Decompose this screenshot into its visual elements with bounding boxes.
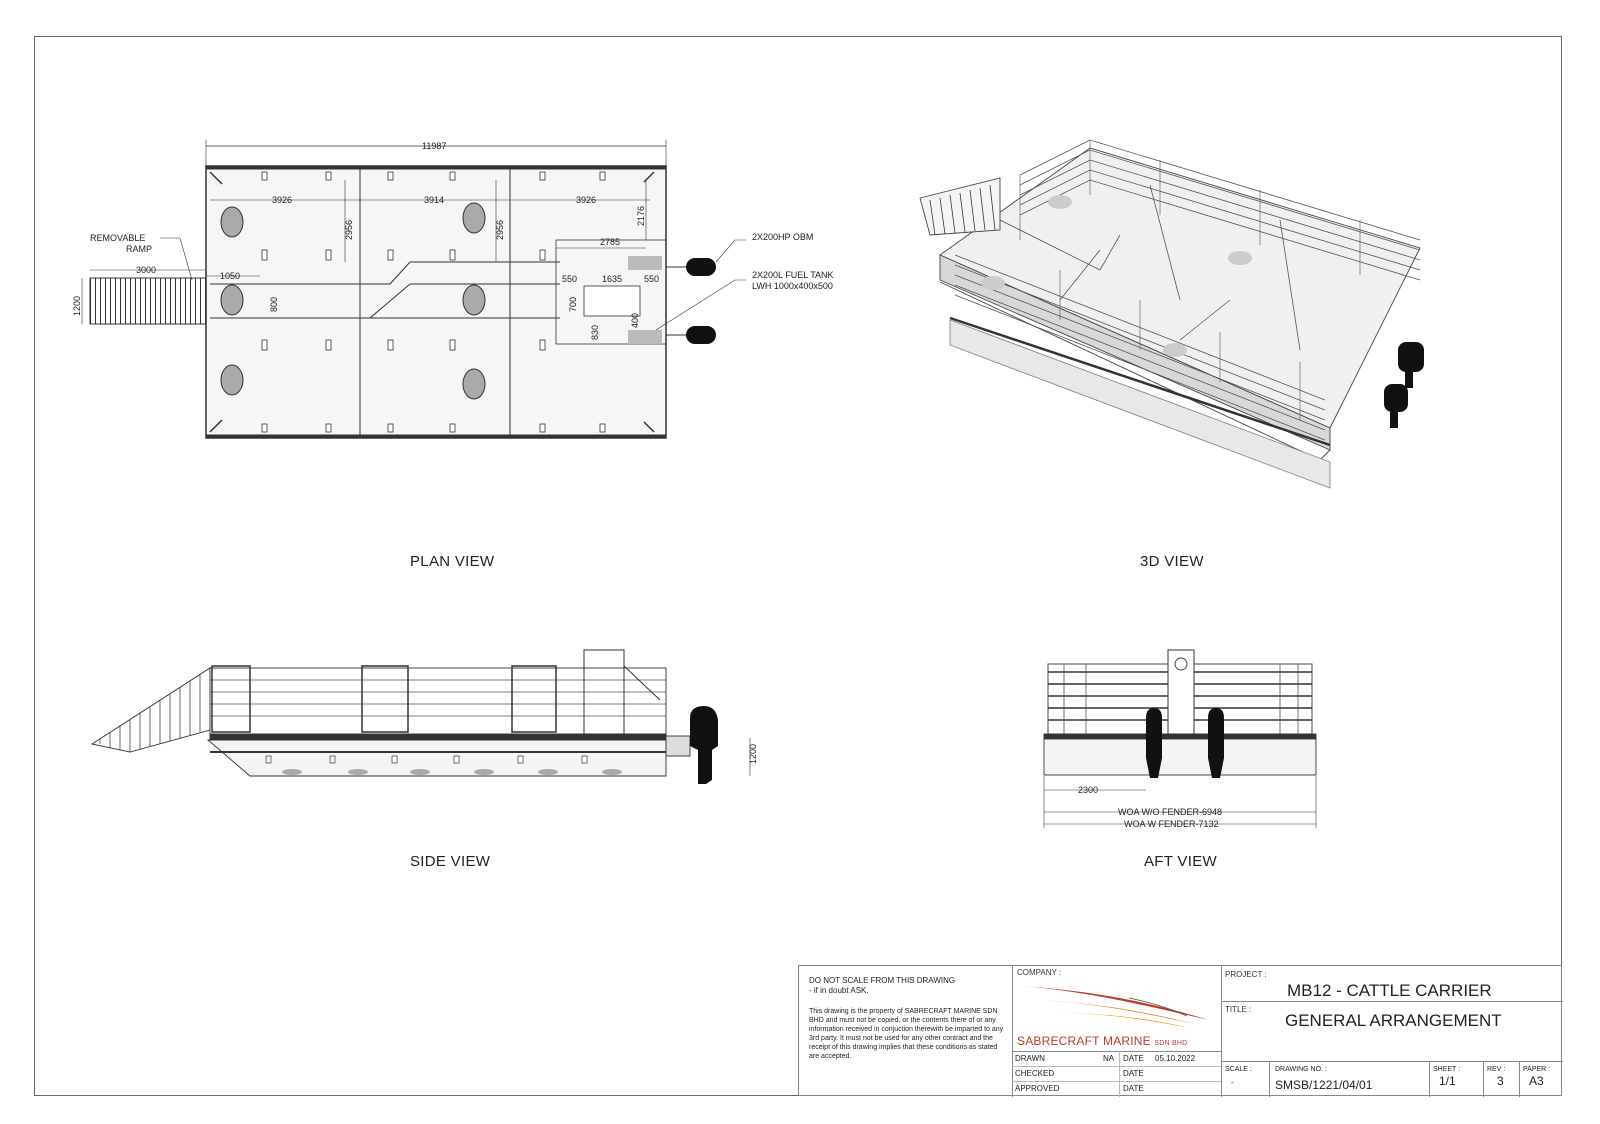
title-value: GENERAL ARRANGEMENT [1285,1011,1502,1030]
dim-550-left: 550 [562,274,577,284]
company-label: COMPANY : [1017,968,1062,977]
label-removable: REMOVABLE [90,233,145,243]
dim-400: 400 [630,313,640,328]
dim-ramp-length: 3000 [136,265,156,275]
tb-divider [1519,1061,1520,1097]
dim-woa-with-fender: WOA W FENDER-7132 [1124,819,1219,829]
drawing-no-value: SMSB/1221/04/01 [1275,1078,1373,1092]
company-suffix: SDN BHD [1154,1040,1188,1047]
paper-label: PAPER : [1523,1066,1551,1073]
rev-label: REV : [1487,1066,1506,1073]
aft-view-dimensions: 2300 WOA W/O FENDER-6948 WOA W FENDER-71… [1078,785,1222,829]
plan-view-dimensions: 11987 3926 3914 3926 2956 2956 2176 2785… [72,141,834,340]
dim-2785: 2785 [600,237,620,247]
rev-value: 3 [1497,1074,1504,1088]
drawn-date-label: DATE [1123,1054,1144,1063]
tb-divider [1012,966,1013,1097]
dim-800: 800 [269,297,279,312]
three-d-view-drawing [919,139,1424,489]
tb-divider [1012,1051,1221,1052]
dim-1050: 1050 [220,271,240,281]
tb-divider [1012,1066,1221,1067]
sheet-label: SHEET : [1433,1066,1461,1073]
notice-line-2: - if in doubt ASK. [809,986,869,995]
plan-view-title: PLAN VIEW [410,553,495,570]
three-d-view-title: 3D VIEW [1140,553,1204,570]
sabrecraft-logo [1023,986,1209,1028]
title-block: DO NOT SCALE FROM THIS DRAWING - if in d… [798,965,1563,1097]
dim-bay-2: 3914 [424,195,444,205]
scale-label: SCALE : [1225,1066,1252,1073]
tb-divider [1221,1061,1563,1062]
drawn-date-value: 05.10.2022 [1155,1054,1196,1063]
tb-divider [1269,1061,1270,1097]
title-label: TITLE : [1225,1005,1252,1014]
dim-woa-without-fender: WOA W/O FENDER-6948 [1118,807,1222,817]
approved-label: APPROVED [1015,1084,1060,1093]
dim-height-2: 2956 [495,220,505,240]
paper-value: A3 [1529,1074,1544,1088]
notice-line-1: DO NOT SCALE FROM THIS DRAWING [809,976,956,985]
tb-divider [1429,1061,1430,1097]
label-obm: 2X200HP OBM [752,232,813,242]
label-fuel-tank-size: LWH 1000x400x500 [752,281,833,291]
drawn-value: NA [1103,1054,1115,1063]
project-label: PROJECT : [1225,970,1267,979]
company-name-text: SABRECRAFT MARINE [1017,1034,1151,1048]
dim-height-3: 2176 [636,206,646,226]
side-view-dimensions: 1200 [748,744,758,764]
label-fuel-tank: 2X200L FUEL TANK [752,270,834,280]
sheet-value: 1/1 [1439,1074,1456,1088]
label-ramp: RAMP [126,244,152,254]
tb-divider [1119,1051,1120,1097]
company-name: SABRECRAFT MARINE SDN BHD [1017,1034,1187,1048]
dim-bay-3: 3926 [576,195,596,205]
dim-bay-1: 3926 [272,195,292,205]
side-view-drawing [90,649,751,784]
dim-overall-length: 11987 [422,141,446,151]
approved-date-label: DATE [1123,1084,1144,1093]
checked-date-label: DATE [1123,1069,1144,1078]
tb-divider [1012,1081,1221,1082]
dim-700: 700 [568,297,578,312]
drawing-no-label: DRAWING NO. : [1275,1066,1327,1073]
side-view-title: SIDE VIEW [410,853,491,870]
dim-830: 830 [590,325,600,340]
notice-do-not-scale: DO NOT SCALE FROM THIS DRAWING - if in d… [809,976,1004,996]
tb-divider [1221,966,1222,1097]
tb-divider [1221,1001,1563,1002]
aft-view-drawing [1043,649,1317,828]
plan-view-drawing [81,140,746,439]
scale-value: - [1231,1078,1234,1087]
dim-side-height: 1200 [748,744,758,764]
checked-label: CHECKED [1015,1069,1055,1078]
aft-view-title: AFT VIEW [1144,853,1217,870]
dim-ramp-width: 1200 [72,296,82,316]
tb-divider [1483,1061,1484,1097]
dim-2300: 2300 [1078,785,1098,795]
project-value: MB12 - CATTLE CARRIER [1287,981,1492,1000]
drawn-label: DRAWN [1015,1054,1045,1063]
dim-550-right: 550 [644,274,659,284]
property-notice: This drawing is the property of SABRECRA… [809,1008,1004,1060]
dim-height-1: 2956 [344,220,354,240]
dim-1635: 1635 [602,274,622,284]
